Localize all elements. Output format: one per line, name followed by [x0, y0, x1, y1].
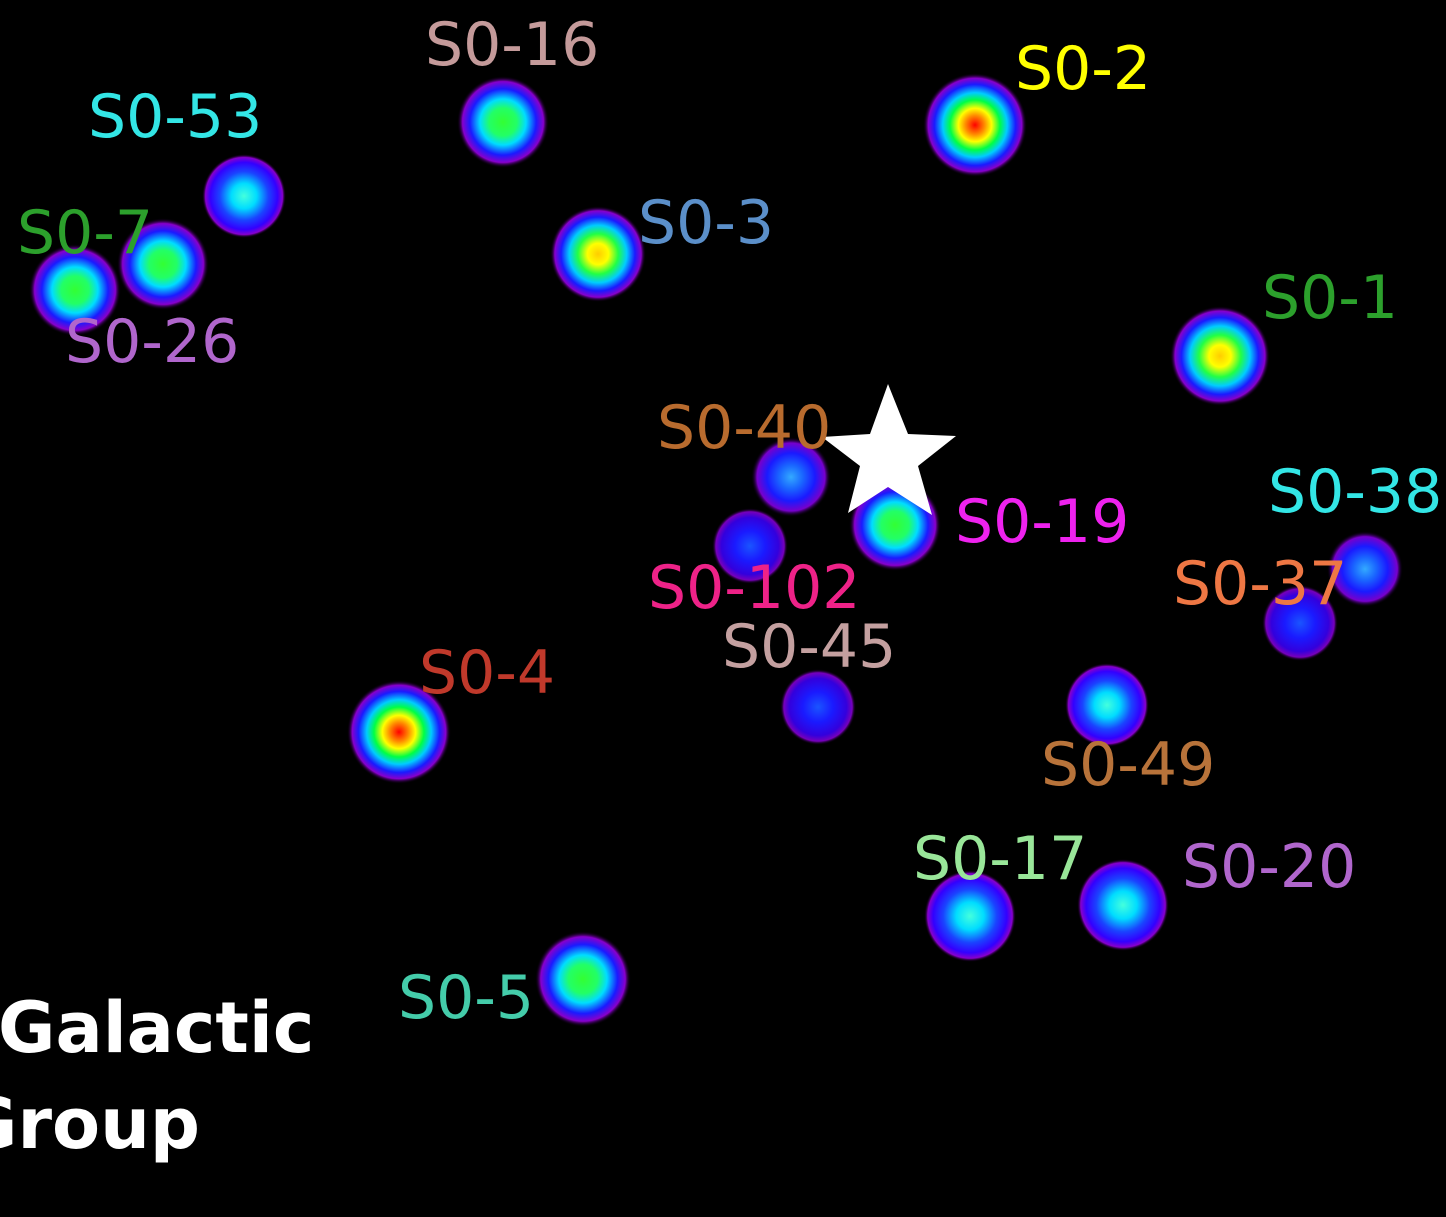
star-s0-16-label: S0-16 [425, 10, 599, 80]
star-s0-45-label: S0-45 [722, 612, 896, 682]
star-s0-4-label: S0-4 [419, 638, 555, 708]
star-s0-5-label: S0-5 [398, 963, 534, 1033]
star-s0-53-glow[interactable] [202, 154, 286, 238]
star-s0-2-label: S0-2 [1015, 34, 1151, 104]
star-s0-7-label: S0-7 [17, 198, 153, 268]
caption-line-1: Galactic [0, 987, 314, 1069]
star-s0-19-label: S0-19 [955, 487, 1129, 557]
star-s0-49-label: S0-49 [1041, 730, 1215, 800]
star-s0-5-glow[interactable] [535, 931, 631, 1027]
star-s0-1-label: S0-1 [1262, 263, 1398, 333]
star-s0-20-label: S0-20 [1182, 832, 1356, 902]
star-s0-26-label: S0-26 [65, 307, 239, 377]
star-s0-1-glow[interactable] [1170, 306, 1270, 406]
star-s0-17-label: S0-17 [913, 824, 1087, 894]
star-s0-20-glow[interactable] [1077, 859, 1169, 951]
star-s0-38-label: S0-38 [1268, 457, 1442, 527]
caption-line-2: Group [0, 1083, 200, 1165]
star-s0-3-glow[interactable] [550, 206, 646, 302]
star-s0-40-label: S0-40 [657, 393, 831, 463]
star-s0-16-glow[interactable] [457, 76, 549, 168]
star-s0-3-label: S0-3 [638, 188, 774, 258]
star-s0-53-label: S0-53 [88, 82, 262, 152]
star-s0-37-label: S0-37 [1173, 549, 1347, 619]
star-s0-2-glow[interactable] [923, 73, 1027, 177]
